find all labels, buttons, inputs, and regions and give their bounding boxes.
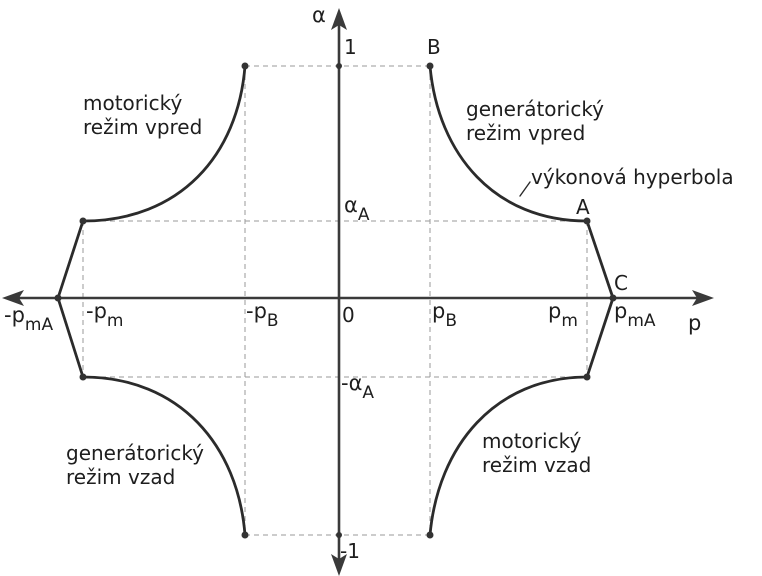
horizontal-axis-left-arrow bbox=[2, 290, 24, 306]
curve-points bbox=[54, 62, 617, 539]
neg-alpha-a-label: -αA bbox=[341, 371, 374, 403]
point-a-bottom-dot bbox=[583, 373, 591, 381]
axes bbox=[2, 8, 714, 576]
neg-pm-main: -p bbox=[86, 299, 107, 323]
pma-sub: mA bbox=[627, 311, 656, 331]
alpha-minus-one-label: -1 bbox=[340, 539, 360, 563]
vertical-axis-top-arrow bbox=[331, 8, 347, 30]
pb-label: pB bbox=[432, 299, 457, 331]
pb-sub: B bbox=[445, 311, 457, 331]
neg-pma-sub: mA bbox=[25, 315, 54, 335]
neg-pm-label: -pm bbox=[86, 299, 123, 331]
neg-pma-label: -pmA bbox=[4, 303, 53, 335]
guide-lines bbox=[82, 65, 588, 536]
pm-main: p bbox=[548, 299, 561, 323]
neg-pb-main: -p bbox=[246, 299, 267, 323]
alpha-a-main: α bbox=[344, 193, 358, 217]
neg-alpha-a-sub: A bbox=[362, 383, 374, 403]
p-axis-label: p bbox=[688, 311, 701, 335]
point-neg-a-bottom-dot bbox=[79, 373, 87, 381]
region-bottom-right-line1: motorický bbox=[482, 429, 581, 453]
point-neg-a-top-dot bbox=[79, 217, 87, 225]
pma-main: p bbox=[614, 299, 627, 323]
region-bottom-left-line1: generátorický bbox=[66, 441, 204, 465]
region-top-left-line2: režim vpred bbox=[83, 115, 202, 139]
region-bottom-left-line2: režim vzad bbox=[66, 465, 175, 489]
region-top-right-line1: generátorický bbox=[466, 97, 604, 121]
neg-pma-main: -p bbox=[4, 303, 25, 327]
point-c-dot bbox=[609, 294, 617, 302]
point-bottom-left-dot bbox=[241, 531, 249, 539]
pb-main: p bbox=[432, 299, 445, 323]
power-hyperbola-annotation: výkonová hyperbola bbox=[531, 165, 734, 189]
alpha-a-label: αA bbox=[344, 193, 370, 225]
point-neg-c-dot bbox=[54, 294, 62, 302]
pm-sub: m bbox=[561, 311, 578, 331]
origin-label: 0 bbox=[342, 303, 355, 327]
region-bottom-right-line2: režim vzad bbox=[482, 453, 591, 477]
point-alpha-one-dot bbox=[336, 63, 342, 69]
curve-top-right bbox=[428, 64, 615, 300]
pma-label: pmA bbox=[614, 299, 656, 331]
neg-pb-sub: B bbox=[267, 311, 279, 331]
vertical-axis-bottom-arrow bbox=[331, 554, 347, 576]
curve-bottom-right bbox=[428, 296, 615, 537]
alpha-axis-label: α bbox=[312, 3, 326, 27]
point-b-dot bbox=[426, 62, 434, 70]
horizontal-axis-right-arrow bbox=[692, 290, 714, 306]
curve-bottom-left bbox=[56, 296, 247, 537]
neg-pm-sub: m bbox=[107, 311, 124, 331]
point-a-dot bbox=[583, 217, 591, 225]
point-a-label: A bbox=[576, 195, 590, 219]
region-top-left-line1: motorický bbox=[83, 91, 182, 115]
neg-pb-label: -pB bbox=[246, 299, 279, 331]
point-bottom-right-dot bbox=[426, 531, 434, 539]
alpha-a-sub: A bbox=[358, 205, 370, 225]
point-c-label: C bbox=[614, 271, 628, 295]
region-top-right-line2: režim vpred bbox=[466, 121, 585, 145]
alpha-one-label: 1 bbox=[344, 35, 357, 59]
curve-top-left bbox=[56, 64, 247, 300]
annotation-leader bbox=[519, 181, 531, 197]
point-alpha-minus-one-dot bbox=[336, 532, 342, 538]
point-b-label: B bbox=[427, 35, 441, 59]
neg-alpha-a-main: -α bbox=[341, 371, 362, 395]
characteristic-curves bbox=[56, 64, 615, 537]
pm-label: pm bbox=[548, 299, 578, 331]
point-top-left-dot bbox=[241, 62, 249, 70]
